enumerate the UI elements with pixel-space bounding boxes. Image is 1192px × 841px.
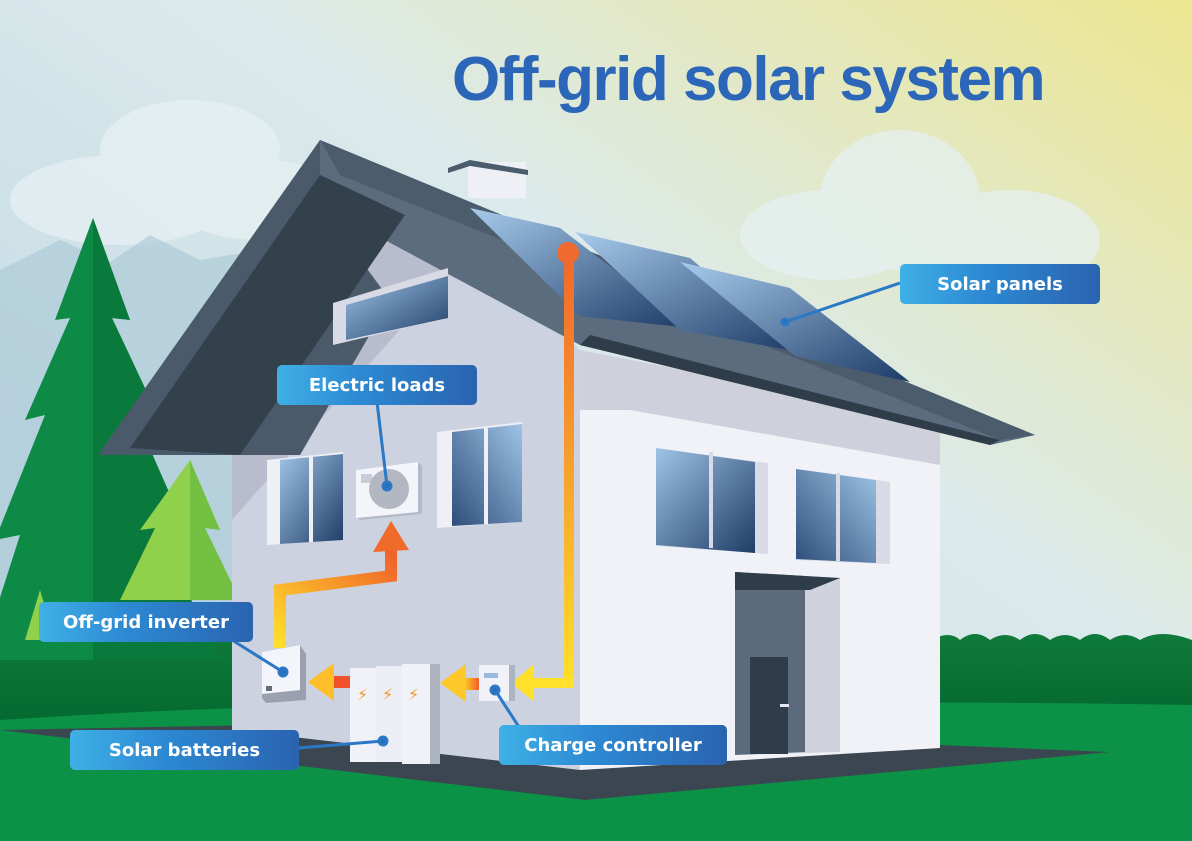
panel-connection-dot — [557, 242, 579, 264]
arrow-to-loads — [373, 521, 409, 552]
bolt-icon: ⚡ — [408, 685, 419, 704]
bolt-icon: ⚡ — [357, 685, 368, 704]
solar-panel — [470, 208, 690, 328]
battery-bank: ⚡ ⚡ ⚡ — [350, 664, 440, 764]
arrow-to-inverter — [308, 663, 334, 701]
solar-panel-array — [470, 208, 910, 382]
bolt-icon: ⚡ — [382, 685, 393, 704]
front-window-left — [656, 448, 768, 554]
chimney — [448, 160, 528, 198]
solar-panel — [680, 262, 910, 382]
attic-window — [333, 268, 448, 345]
callout-solar-batteries: Solar batteries — [70, 730, 299, 770]
arrow-to-batteries — [440, 664, 466, 702]
side-window-left — [267, 452, 343, 545]
callout-electric-loads: Electric loads — [277, 365, 477, 405]
solar-panel — [575, 232, 800, 352]
hedge-right — [930, 634, 1192, 710]
entrance — [735, 572, 840, 755]
callout-solar-panels: Solar panels — [900, 264, 1100, 304]
side-window-right — [437, 422, 522, 528]
energy-flow — [274, 242, 579, 702]
front-window-right — [796, 469, 890, 564]
flow-line-to-loads — [274, 548, 397, 648]
callout-charge-controller: Charge controller — [499, 725, 727, 765]
page-title: Off-grid solar system — [452, 45, 1046, 114]
arrow-to-controller — [512, 664, 534, 702]
leader-lines — [231, 281, 901, 750]
callout-off-grid-inverter: Off-grid inverter — [39, 602, 253, 642]
flow-line-vertical — [564, 252, 574, 686]
